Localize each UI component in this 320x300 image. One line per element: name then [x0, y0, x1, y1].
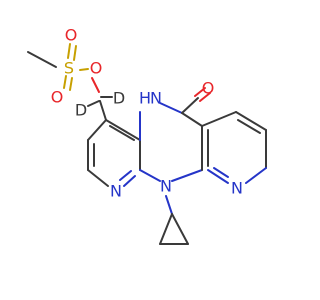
ring-left-4 — [123, 175, 136, 187]
ring7-co-ring — [181, 112, 203, 127]
ring-right-6-dbl — [213, 167, 229, 178]
atom-n-pyridine-right: N — [231, 179, 243, 198]
ring-right-5 — [245, 167, 267, 184]
molecule-diagram: S O O O D D H N O N N N — [27, 26, 267, 245]
bond-s-oester — [79, 68, 89, 71]
ring-right-2 — [201, 111, 237, 127]
bond-carbonyl-a — [194, 87, 206, 97]
ring-left-3 — [87, 169, 109, 187]
atom-d2: D — [75, 101, 87, 120]
atom-d1: D — [113, 89, 125, 108]
ring-right-3 — [235, 111, 267, 131]
atom-o-ester: O — [90, 59, 103, 78]
atom-nh-n: N — [150, 89, 162, 108]
bond-carbonyl-b — [199, 92, 211, 102]
ring-left-6-dbl — [109, 125, 135, 141]
ring7-co-stub — [181, 97, 199, 114]
bond-s-o-bottom-b — [69, 77, 73, 91]
ring7-ncenter-c — [171, 169, 203, 182]
structure-svg: S O O O D D H N O N N N — [27, 26, 267, 245]
bond-s-o-top-a — [67, 43, 71, 59]
atom-o-carbonyl: O — [202, 79, 215, 98]
ring-left-1 — [87, 119, 107, 141]
cyclopropyl-3 — [171, 213, 189, 245]
bond-c-d2 — [87, 100, 100, 107]
atom-o-sulfonyl-top: O — [65, 26, 78, 45]
cyclopropyl-1 — [159, 213, 173, 245]
ring7-nh-co — [159, 102, 183, 114]
atom-o-sulfonyl-bottom: O — [51, 88, 64, 107]
ring-right-6 — [207, 169, 229, 184]
ring-left-4-dbl — [119, 170, 132, 181]
bond-s-o-top-b — [73, 45, 77, 61]
atom-s: S — [64, 59, 74, 78]
bond-n-cyclopropyl — [165, 195, 173, 215]
ring-left-6 — [105, 119, 141, 141]
atom-n-pyridine-left: N — [110, 182, 122, 201]
atom-n-center: N — [160, 177, 172, 196]
ring-right-3-dbl — [237, 119, 261, 134]
ring7-c-ncenter — [139, 169, 161, 182]
bond-ch3-s — [27, 51, 57, 68]
bond-s-o-bottom-a — [63, 75, 67, 89]
bond-oester-cd2 — [91, 77, 100, 93]
atom-nh-h: H — [139, 89, 151, 108]
bond-cd2-ring — [99, 100, 107, 121]
